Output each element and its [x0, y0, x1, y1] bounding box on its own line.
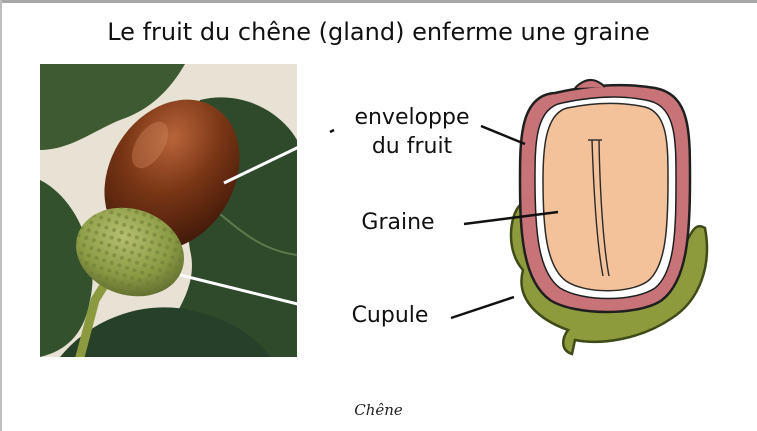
caption: Chêne	[0, 401, 757, 419]
label-envelope-line1: enveloppe	[354, 105, 469, 130]
seed-shape	[543, 103, 668, 290]
acorn-tip	[575, 80, 605, 88]
label-envelope-line2: du fruit	[372, 134, 453, 159]
cupule-leader	[451, 297, 514, 318]
envelope-leader	[481, 126, 525, 144]
label-cupule: Cupule	[352, 303, 429, 328]
acorn-cross-section	[511, 80, 707, 354]
acorn-photo	[40, 64, 297, 357]
label-seed: Graine	[361, 210, 434, 235]
photo-envelope-leader-end	[330, 130, 334, 132]
